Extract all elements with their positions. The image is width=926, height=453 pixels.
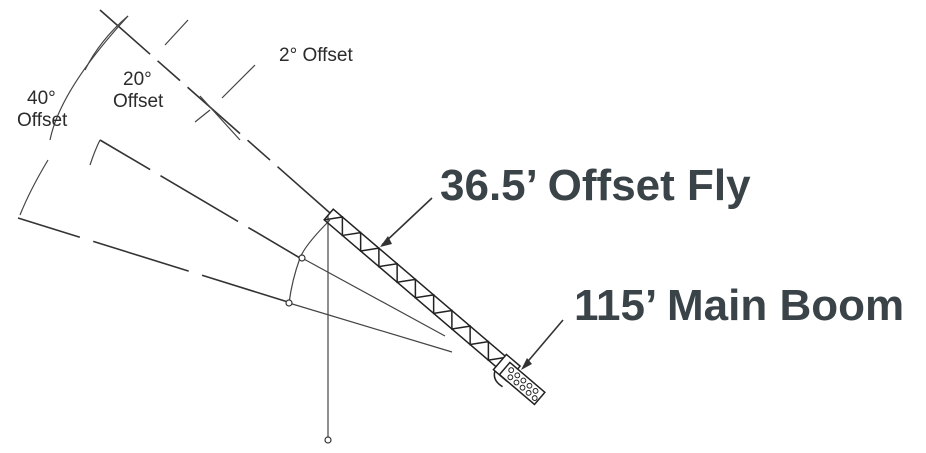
hook-icon — [324, 436, 332, 444]
main-boom-stub — [498, 361, 546, 406]
offset-2-line — [99, 9, 331, 214]
offset-20-arc — [84, 15, 129, 166]
fly-leader-line — [381, 197, 433, 246]
offset-2-tick-a — [164, 19, 189, 46]
pendant-line-upper — [301, 257, 446, 337]
offset-2-extension — [199, 95, 241, 141]
fly-leader-arrowhead — [380, 236, 392, 247]
offset-40-arc — [19, 15, 129, 216]
offset-fly-label: 36.5’ Offset Fly — [440, 161, 751, 210]
reference-lines — [17, 9, 453, 353]
hoist-line — [285, 215, 332, 444]
pendant-line-lower — [288, 302, 453, 353]
offset-20-line — [99, 139, 301, 259]
offset-fly-lattice — [323, 208, 522, 388]
dimension-arcs — [19, 15, 256, 216]
offset-40-label-num: 40° — [27, 88, 56, 109]
offset-40-line — [17, 217, 289, 303]
offset-20-label-word: Offset — [113, 91, 164, 112]
offset-20-label-num: 20° — [123, 69, 152, 90]
offset-2-label: 2° Offset — [279, 45, 354, 66]
main-boom-label: 115’ Main Boom — [574, 281, 904, 330]
offset-40-label-word: Offset — [17, 110, 68, 131]
leader-arrows — [380, 197, 564, 370]
boom-leader-line — [523, 319, 564, 367]
offset-2-tick-c — [194, 109, 211, 123]
offset-2-tick-b — [221, 64, 256, 99]
boom-leader-arrowhead — [521, 358, 532, 370]
